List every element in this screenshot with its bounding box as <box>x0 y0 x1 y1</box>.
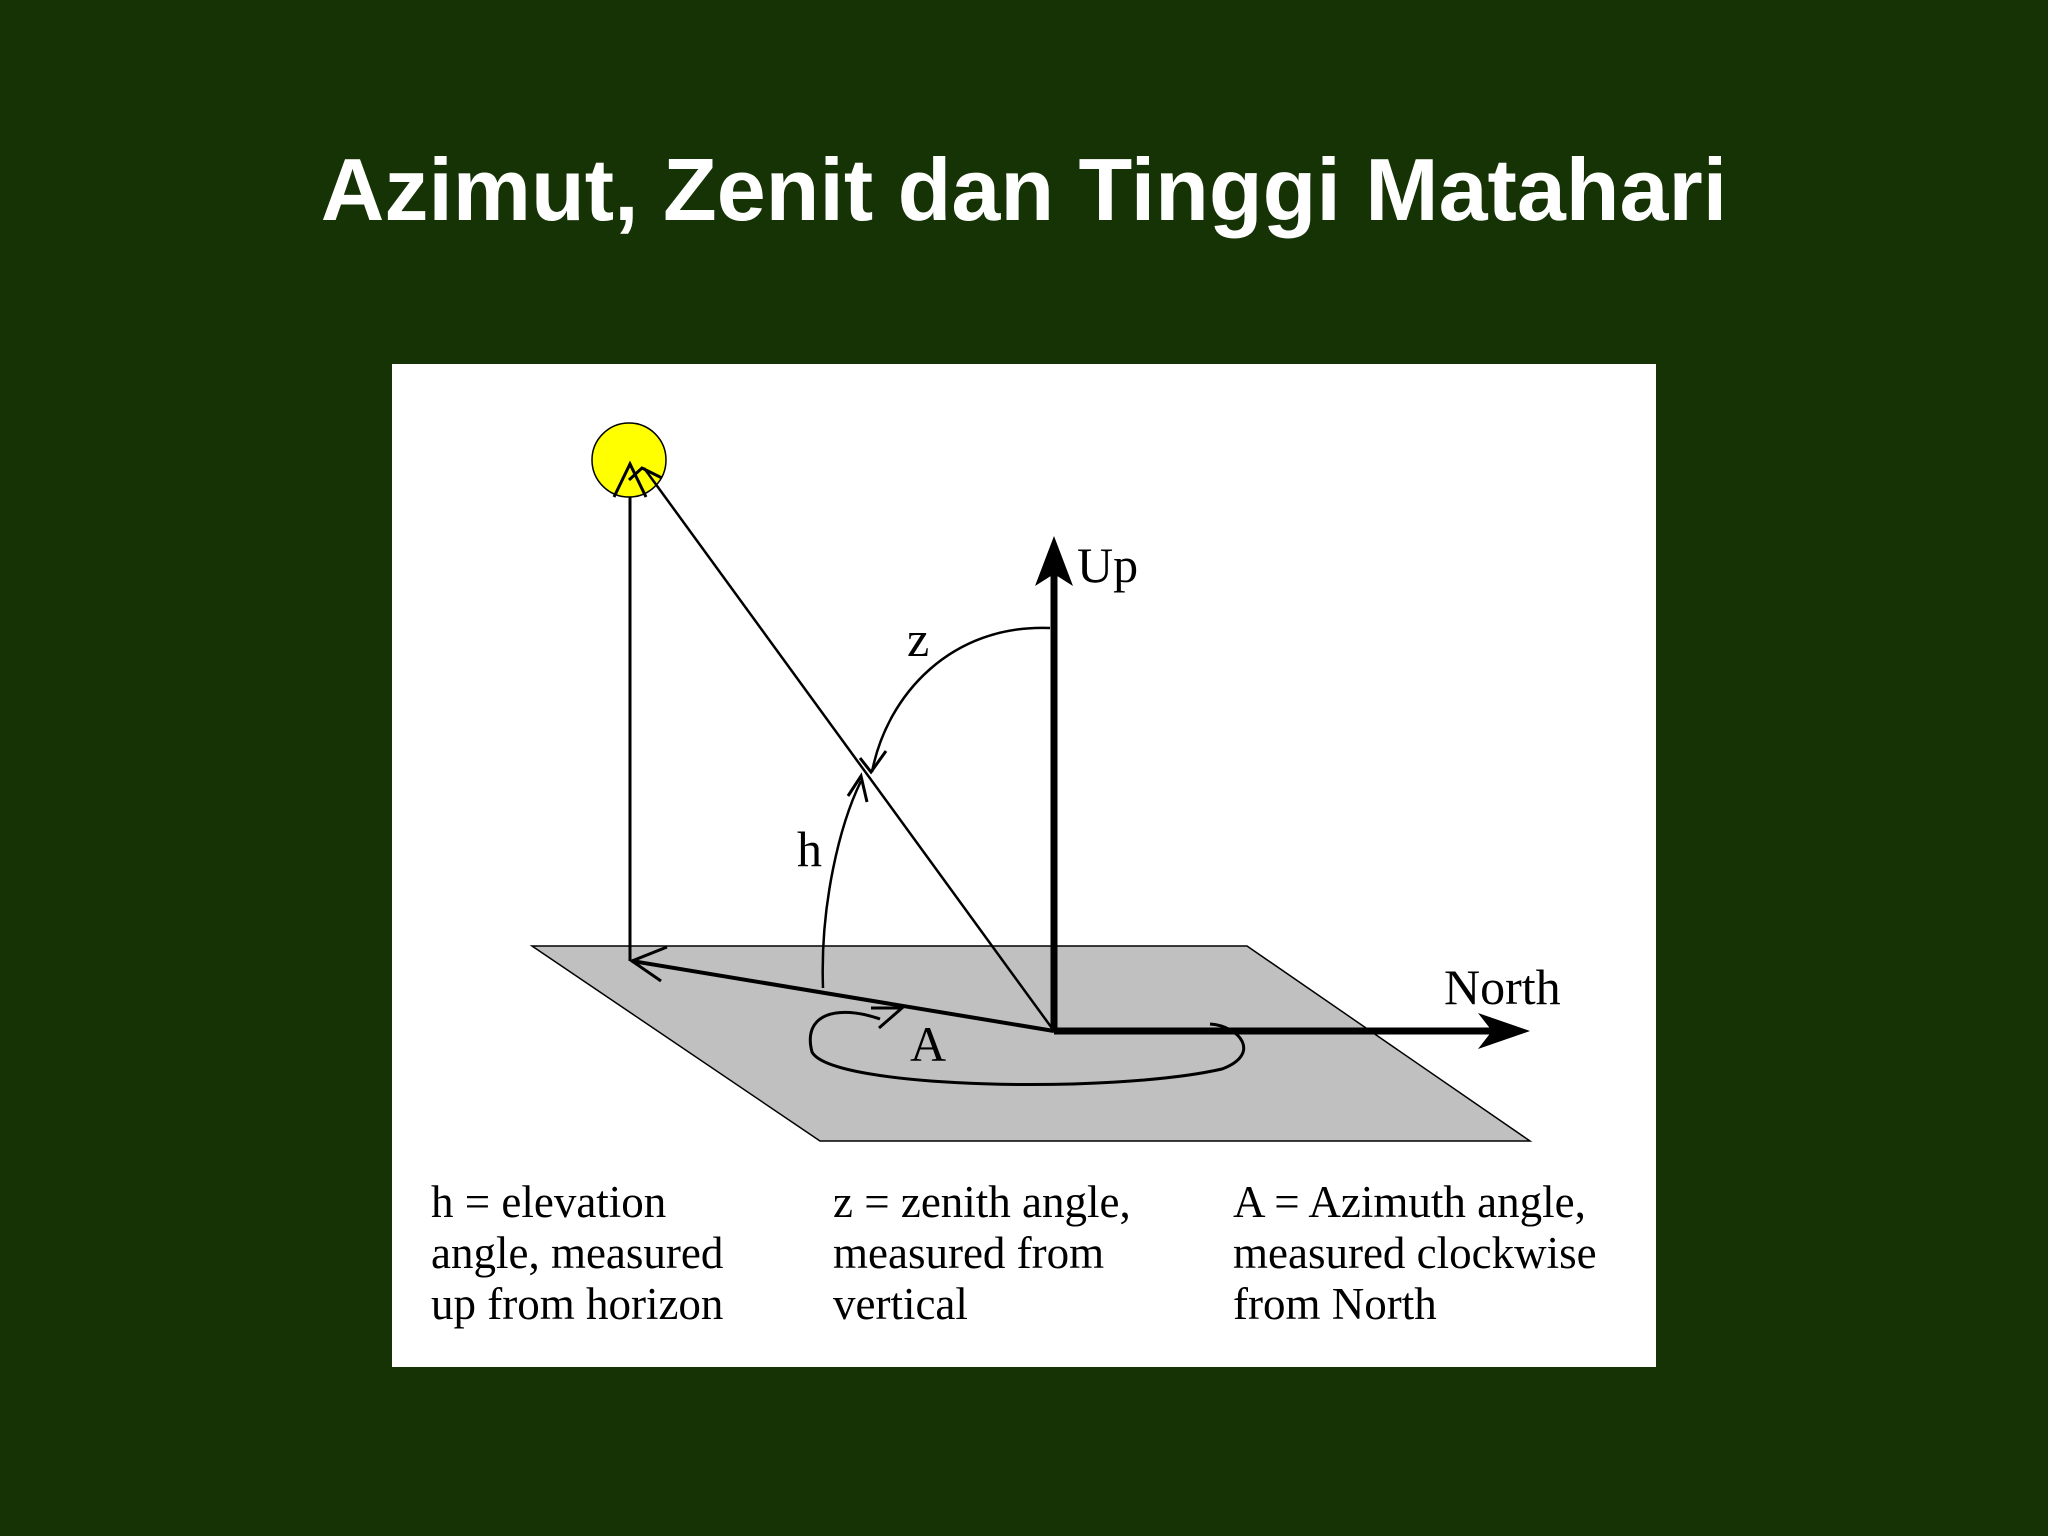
caption-line: measured clockwise <box>1233 1228 1597 1278</box>
slide-title: Azimut, Zenit dan Tinggi Matahari <box>320 140 1728 239</box>
azimuth-arc <box>808 1010 1246 1086</box>
caption-line: vertical <box>833 1279 968 1329</box>
caption-line: z = zenith angle, <box>833 1177 1131 1227</box>
sun-icon <box>591 422 667 498</box>
sun-projection-line <box>631 959 1055 1033</box>
sun-vertical-arrowhead <box>612 460 648 498</box>
up-label: Up <box>1077 537 1138 593</box>
north-label: North <box>1444 959 1561 1015</box>
north-arrowhead <box>1478 1013 1530 1049</box>
caption-line: A = Azimuth angle, <box>1233 1177 1586 1227</box>
sun-direction-arrowhead <box>627 466 663 482</box>
caption-zenith: z = zenith angle, measured from vertical <box>833 1177 1131 1330</box>
ground-plane <box>529 945 1533 1142</box>
caption-line: up from horizon <box>431 1279 724 1329</box>
zenith-arrowhead <box>858 750 888 775</box>
caption-azimuth: A = Azimuth angle, measured clockwise fr… <box>1233 1177 1597 1330</box>
caption-line: from North <box>1233 1279 1437 1329</box>
zenith-label: z <box>907 611 929 667</box>
sun-angle-diagram: Up North z h A h = elevation angle, meas… <box>392 364 1656 1367</box>
caption-line: angle, measured <box>431 1228 724 1278</box>
caption-line: h = elevation <box>431 1177 667 1227</box>
caption-elevation: h = elevation angle, measured up from ho… <box>431 1177 723 1330</box>
diagram-canvas: Up North z h A <box>529 422 1561 1142</box>
elevation-arrowhead <box>846 772 869 803</box>
elevation-label: h <box>797 821 822 877</box>
projection-arrowhead <box>628 945 668 983</box>
azimuth-label: A <box>910 1016 946 1072</box>
zenith-arc <box>870 626 1051 773</box>
elevation-arc <box>821 780 863 989</box>
azimuth-arrowhead <box>871 1006 907 1030</box>
sun-direction-line <box>642 467 1056 1032</box>
caption-line: measured from <box>833 1228 1105 1278</box>
up-arrowhead <box>1035 536 1073 586</box>
